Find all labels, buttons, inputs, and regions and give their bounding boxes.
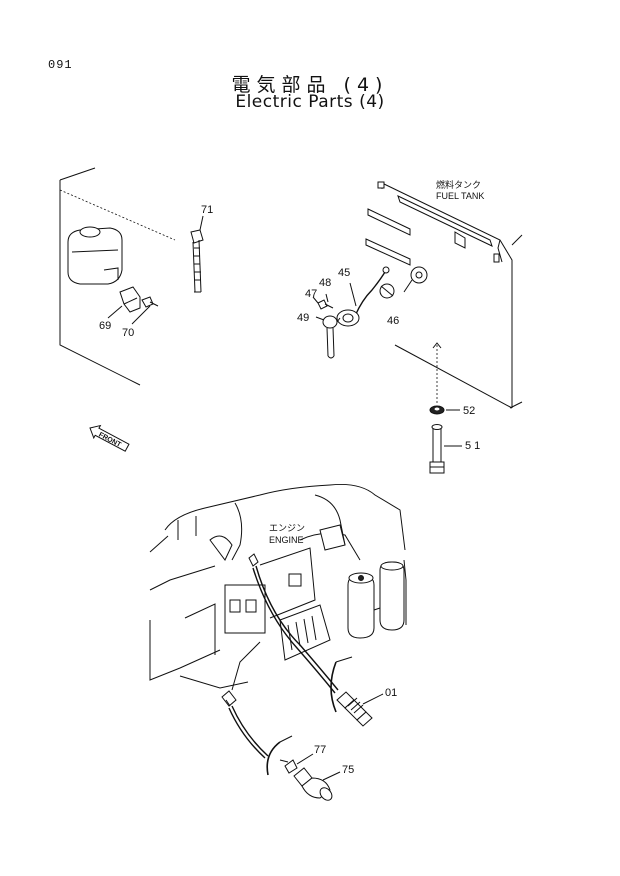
callout-engine-en: ENGINE: [269, 535, 304, 545]
bracket-69: [107, 286, 141, 319]
reservoir-panel: [59, 167, 176, 386]
engine-outline: [149, 484, 407, 691]
label-01: 01: [385, 687, 397, 699]
label-45: 45: [338, 267, 350, 279]
fuel-sender-45: [349, 266, 395, 317]
front-arrow: FRONT: [89, 424, 130, 452]
sensor-01: [336, 691, 384, 727]
sensor-wire-75: [221, 690, 293, 776]
callout-fuel-tank-ja: 燃料タンク: [436, 179, 481, 190]
sensor-wire-01: [248, 553, 353, 713]
pressure-switch-75: [293, 767, 341, 801]
label-69: 69: [99, 320, 111, 332]
title-english: Electric Parts (4): [235, 92, 385, 112]
page-number: 091: [48, 58, 73, 72]
label-52: 52: [463, 405, 475, 417]
callout-fuel-tank-en: FUEL TANK: [436, 191, 484, 201]
label-49: 49: [297, 312, 309, 324]
label-47: 47: [305, 288, 317, 300]
label-71: 71: [201, 204, 213, 216]
title-japanese: 電気部品 (4): [231, 74, 389, 96]
label-70: 70: [122, 327, 134, 339]
cable-tie-71: [190, 215, 204, 293]
callout-engine-ja: エンジン: [269, 523, 305, 533]
fuel-tank-panel: [365, 181, 523, 409]
washer-52: [429, 405, 460, 415]
label-75: 75: [342, 764, 354, 776]
sender-arm-49: [315, 315, 341, 359]
label-48: 48: [319, 277, 331, 289]
bolt-70: [131, 296, 159, 325]
drain-valve-51: [429, 424, 462, 474]
label-77: 77: [314, 744, 326, 756]
gauge-unit: [336, 309, 360, 327]
label-51: 5 1: [465, 440, 480, 452]
bolt-47-48: [312, 293, 334, 310]
adapter-77: [279, 753, 314, 774]
label-46: 46: [387, 315, 399, 327]
